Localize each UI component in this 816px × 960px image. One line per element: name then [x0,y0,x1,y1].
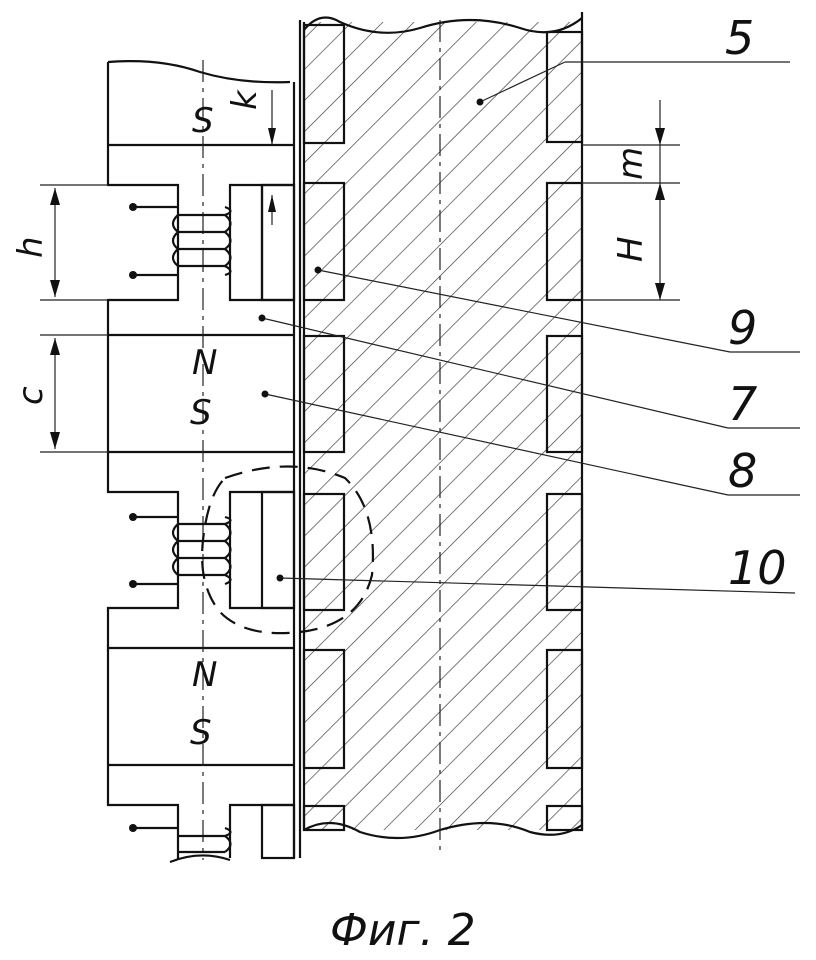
label-c: c [11,386,51,405]
rod-5 [302,12,584,855]
rod-segments-left [302,23,346,832]
pole-S-1: S [192,101,214,141]
detail-outline-10 [201,465,374,635]
coil-3 [129,824,232,854]
dim-m-H [582,100,680,301]
label-m: m [611,147,651,180]
label-h: h [11,236,51,258]
pole-S-3: S [190,713,212,753]
dim-h [40,184,108,301]
label-5: 5 [725,11,754,65]
dim-c [40,334,108,453]
label-H: H [611,236,651,262]
pole-N-1: N [192,343,217,383]
label-10: 10 [728,541,787,595]
dim-k [268,90,276,225]
coil-2 [129,513,232,588]
label-k: k [225,89,265,110]
stator-inserts [260,183,296,860]
leaders [258,61,800,594]
label-8: 8 [728,444,757,498]
label-9: 9 [728,301,757,355]
label-7: 7 [728,377,757,431]
air-gap [292,20,302,858]
pole-S-2: S [190,393,212,433]
coil-1 [129,203,232,279]
figure-caption: Фиг. 2 [330,905,476,956]
pole-N-2: N [192,655,217,695]
